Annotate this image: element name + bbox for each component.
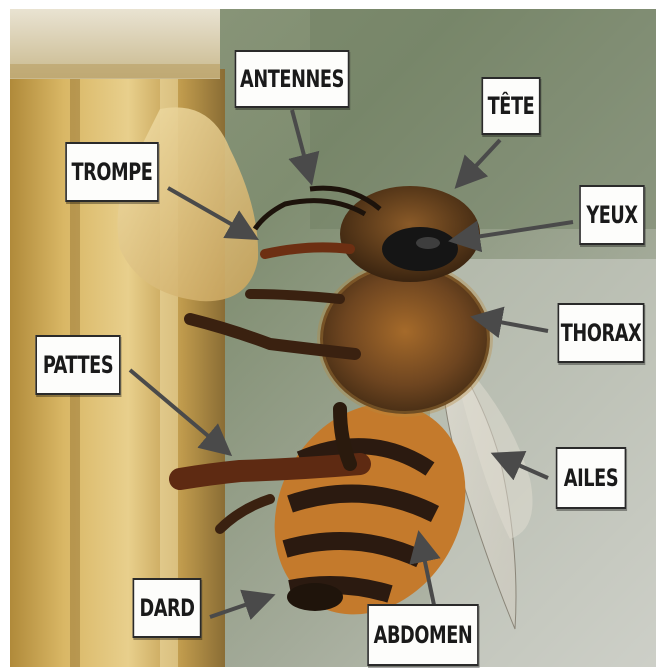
label-thorax: THORAX: [558, 303, 645, 363]
label-ailes: AILES: [556, 447, 627, 509]
label-pattes: PATTES: [35, 335, 120, 395]
label-abdomen: ABDOMEN: [367, 604, 479, 666]
label-yeux: YEUX: [579, 185, 645, 245]
label-antennes: ANTENNES: [235, 50, 350, 108]
label-dard: DARD: [133, 578, 202, 638]
label-trompe: TROMPE: [65, 142, 158, 202]
label-tete: TÊTE: [481, 77, 540, 135]
